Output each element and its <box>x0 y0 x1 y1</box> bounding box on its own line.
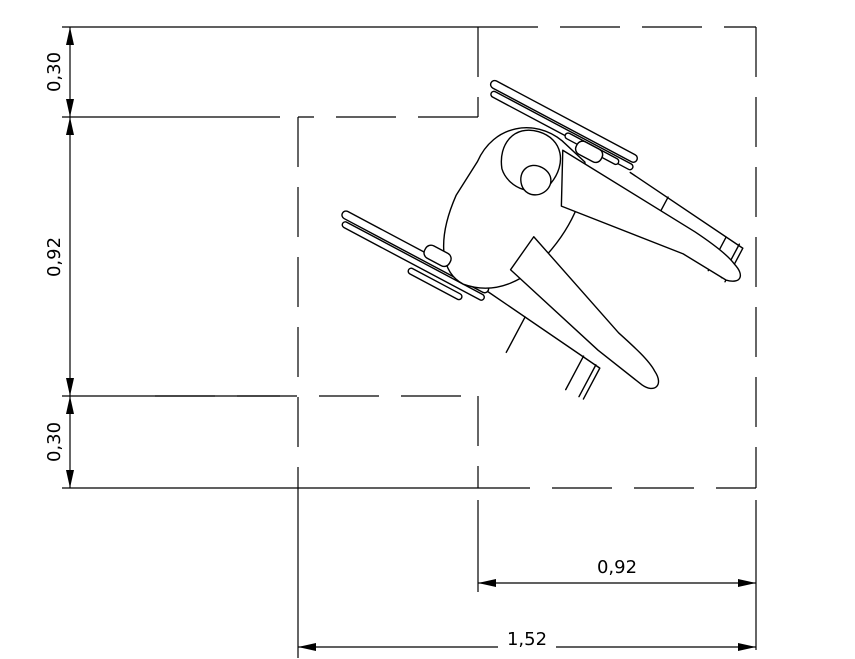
dim-label-bottom-inner: 0,92 <box>597 557 637 578</box>
arrow-mid-2 <box>66 378 74 396</box>
arrow-bot-1 <box>66 396 74 414</box>
dim-label-left-middle: 0,92 <box>44 237 65 277</box>
arrow-top-2 <box>66 99 74 117</box>
dim-label-left-bottom: 0,30 <box>44 422 65 462</box>
arrow-overall-left <box>298 643 316 651</box>
arrow-inner-right <box>738 579 756 587</box>
wheelchair-user-figure <box>341 79 744 400</box>
wheelchair-footrest-lower <box>486 290 601 400</box>
dim-label-bottom-overall: 1,52 <box>507 629 547 650</box>
overall-label-mask <box>498 628 556 648</box>
arrow-overall-right <box>738 643 756 651</box>
arrow-inner-left <box>478 579 496 587</box>
bottom-dimension-overall: 1,52 <box>297 488 756 658</box>
dim-label-left-top: 0,30 <box>44 52 65 92</box>
turning-space-outline <box>155 26 757 489</box>
hand-fist <box>520 164 552 196</box>
left-dimension-chain: 0,30 0,92 0,30 <box>44 26 478 489</box>
upper-leg <box>560 149 742 282</box>
arrow-top-1 <box>66 27 74 45</box>
arrow-bot-2 <box>66 470 74 488</box>
upper-armrest <box>574 140 604 164</box>
lower-armrest <box>423 244 452 268</box>
arrow-mid-1 <box>66 117 74 135</box>
lower-leg <box>509 236 660 390</box>
bottom-dimension-inner: 0,92 <box>477 500 757 650</box>
